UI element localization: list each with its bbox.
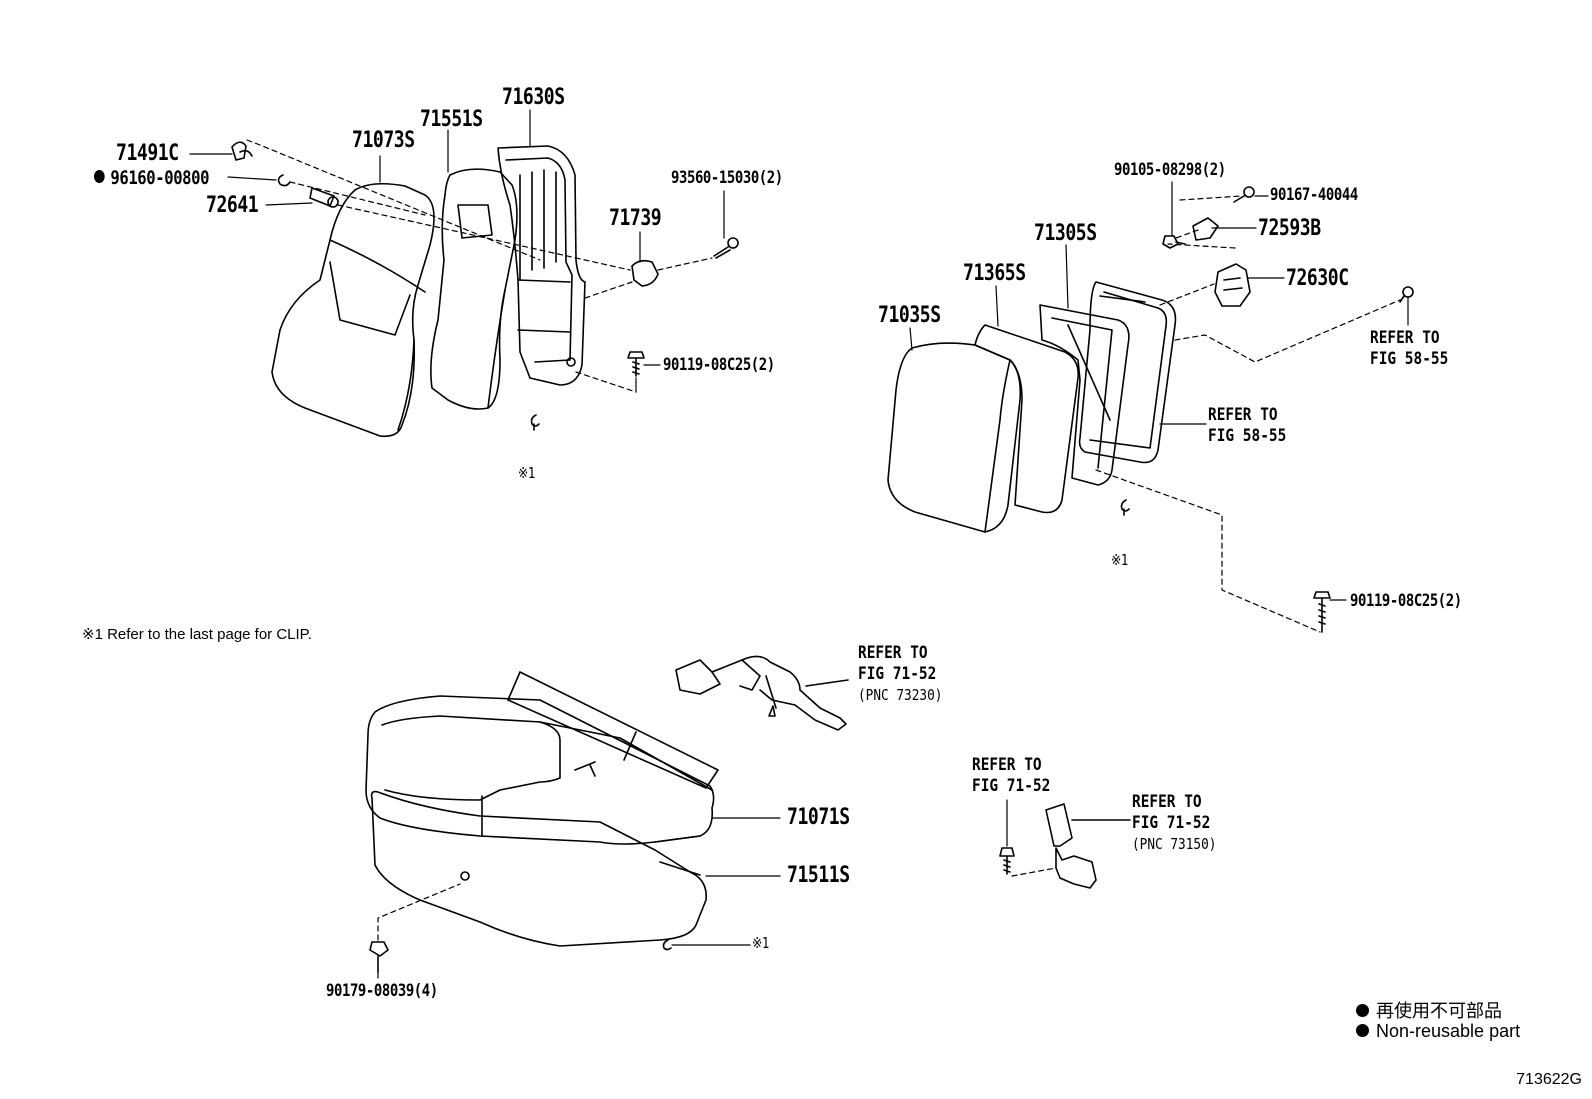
part-label-71073S: 71073S [352,128,415,153]
fig-ref-text: FIG 71-52 [1132,813,1211,833]
part-label-90179-08039: 90179-08039(4) [326,981,438,1001]
clip-reference-right: ※1 [1111,551,1128,569]
part-label-71035S: 71035S [878,303,941,328]
legend-dot-icon [1356,1023,1369,1037]
fig-ref-text: FIG 58-55 [1370,349,1449,369]
cover-72593B-icon [1192,217,1219,241]
rear-back-cushion-71365S [974,324,1080,514]
cushion-backrest-panel [507,671,719,789]
non-reusable-dot-icon [94,170,105,183]
clip-reference-left: ※1 [518,464,535,482]
refer-to-text: REFER TO [1370,328,1440,348]
bolt-90119-08C25-right-icon [1313,591,1331,633]
refer-fig-71-52-bolt: REFER TO FIG 71-52 [972,755,1050,797]
pin-72641-icon [309,187,339,208]
seatback-pad-71551S [430,168,518,410]
part-label-71491C: 71491C [116,141,179,166]
clip-71491C-icon [231,141,253,161]
part-label-90105-08298: 90105-08298(2) [1114,160,1226,180]
left-assembly-lines [246,139,713,393]
bolt-seatbelt-icon [999,799,1015,875]
part-label-71511S: 71511S [787,863,850,888]
fig-ref-text: FIG 71-52 [858,664,937,684]
seat-belt-buckle-73150 [1045,803,1131,889]
refer-to-text: REFER TO [1208,405,1278,425]
part-label-71365S: 71365S [963,261,1026,286]
fig-ref-text: FIG 71-52 [972,776,1051,796]
clip-note: ※1 Refer to the last page for CLIP. [82,626,312,643]
nut-90179-08039-icon [369,941,389,973]
clip-cushion-icon [662,939,672,951]
part-label-90119-08C25-right: 90119-08C25(2) [1350,591,1462,611]
refer-to-text: REFER TO [1132,792,1202,812]
pnc-ref-text: (PNC 73230) [858,686,943,704]
part-label-93560-15030: 93560-15030(2) [671,168,783,188]
cushion-pad-71511S [370,790,707,947]
part-label-71071S: 71071S [787,805,850,830]
refer-fig-58-55-mid: REFER TO FIG 58-55 [1208,405,1286,447]
right-assembly-lines [1095,195,1401,633]
screw-90167-40044-icon [1233,186,1255,203]
refer-fig-71-52-pnc-73230: REFER TO FIG 71-52 (PNC 73230) [858,643,942,706]
bolt-right-icon [1399,286,1414,303]
clip-right-icon [1120,499,1130,516]
part-label-72641: 72641 [206,193,259,218]
knob-71739-icon [631,259,659,287]
part-label-71630S: 71630S [502,85,565,110]
refer-fig-58-55-top: REFER TO FIG 58-55 [1370,328,1448,370]
left-leader-lines [189,109,725,393]
refer-to-text: REFER TO [858,643,928,663]
part-label-71305S: 71305S [1034,221,1097,246]
rear-back-pad-71035S [887,342,1022,533]
nut-90105-08298-icon [1162,235,1186,249]
figure-id: 713622G [1516,1071,1582,1088]
seat-belt-73230 [675,655,849,731]
cushion-leader-lines [377,817,781,979]
part-label-71739: 71739 [609,206,662,231]
screw-93560-15030-icon [713,237,739,259]
part-label-90167-40044: 90167-40044 [1270,185,1358,205]
part-label-72593B: 72593B [1258,216,1321,241]
seatback-cover-71073S [271,182,435,438]
clip-icon [530,414,540,431]
part-label-71551S: 71551S [420,107,483,132]
cushion-assembly-lines [377,883,461,941]
cushion-cover-71071S [365,695,715,845]
rear-back-frame-71305S [1039,304,1130,486]
legend-non-reusable-en: Non-reusable part [1356,1021,1520,1042]
part-label-72630C: 72630C [1286,266,1349,291]
clip-96160-00800-icon [277,174,291,187]
rear-back-board [1078,281,1177,464]
clip-reference-cushion: ※1 [752,934,769,952]
part-label-96160-00800: 96160-00800 [94,169,209,188]
pnc-ref-text: (PNC 73150) [1132,835,1217,853]
refer-to-text: REFER TO [972,755,1042,775]
legend-dot-icon [1356,1003,1369,1017]
seatback-frame-71630S [497,145,586,386]
refer-fig-71-52-pnc-73150: REFER TO FIG 71-52 (PNC 73150) [1132,792,1216,855]
seatbelt-assembly-lines [1011,867,1057,877]
lock-72630C-icon [1214,263,1251,307]
right-leader-lines [909,181,1409,601]
legend-non-reusable-jp: 再使用不可部品 [1356,997,1502,1023]
fig-ref-text: FIG 58-55 [1208,426,1287,446]
part-label-90119-08C25-left: 90119-08C25(2) [663,355,775,375]
bolt-90119-08C25-icon [627,351,645,377]
